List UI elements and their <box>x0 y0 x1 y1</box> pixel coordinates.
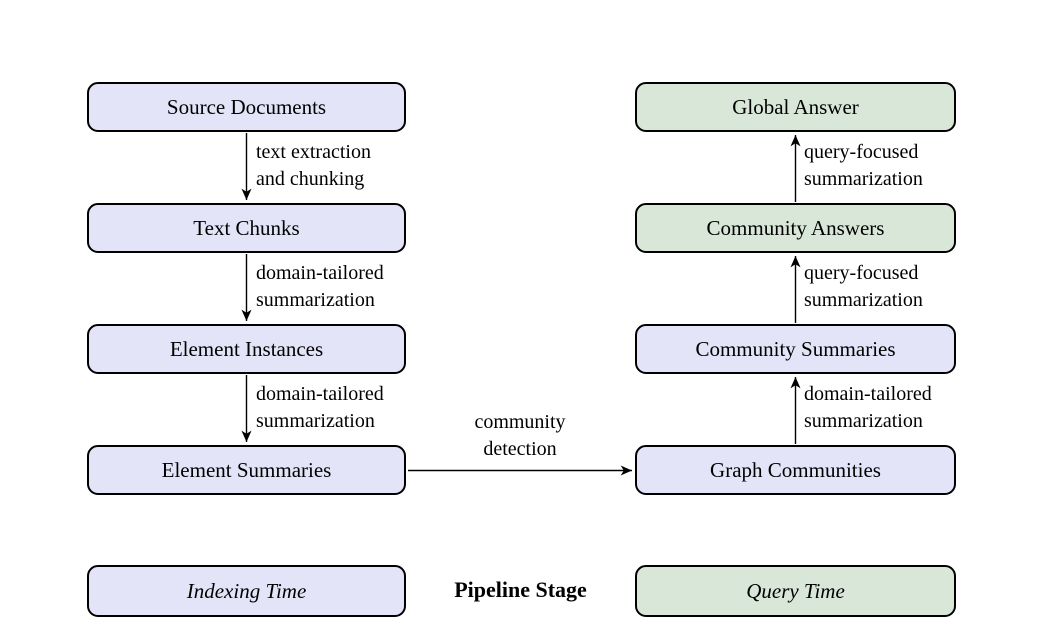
node-community-answers: Community Answers <box>635 203 956 253</box>
edge-label-line: summarization <box>804 289 923 311</box>
node-element-instances: Element Instances <box>87 324 406 374</box>
node-text-chunks: Text Chunks <box>87 203 406 253</box>
node-label: Element Instances <box>169 336 324 361</box>
edge-label-line: and chunking <box>256 168 365 190</box>
node-element-summaries: Element Summaries <box>87 445 406 495</box>
edge-label-query-focused-1: query-focused summarization <box>804 139 923 193</box>
legend-label: Indexing Time <box>186 578 307 603</box>
legend-label: Query Time <box>746 578 845 603</box>
edge-label-line: domain-tailored <box>256 262 384 284</box>
edge-label-line: domain-tailored <box>804 383 932 405</box>
node-label: Global Answer <box>732 94 859 119</box>
node-global-answer: Global Answer <box>635 82 956 132</box>
edge-label-community-detection: community detection <box>420 409 620 463</box>
edge-label-domain-tailored-3: domain-tailored summarization <box>804 381 932 435</box>
node-community-summaries: Community Summaries <box>635 324 956 374</box>
edge-label-query-focused-2: query-focused summarization <box>804 260 923 314</box>
edge-label-domain-tailored-2: domain-tailored summarization <box>256 381 384 435</box>
node-label: Community Summaries <box>695 336 896 361</box>
edge-label-line: summarization <box>256 410 375 432</box>
edge-label-line: detection <box>483 438 557 460</box>
node-label: Source Documents <box>166 94 327 119</box>
node-label: Element Summaries <box>161 457 332 482</box>
edge-label-line: summarization <box>256 289 375 311</box>
edge-label-line: community <box>474 411 566 433</box>
edge-label-line: text extraction <box>256 141 371 163</box>
edge-label-line: query-focused <box>804 141 919 163</box>
node-label: Community Answers <box>706 215 885 240</box>
edge-label-line: query-focused <box>804 262 919 284</box>
legend-query-time: Query Time <box>635 565 956 617</box>
edge-label-domain-tailored-1: domain-tailored summarization <box>256 260 384 314</box>
edge-label-line: summarization <box>804 168 923 190</box>
edge-label-text-extraction: text extraction and chunking <box>256 139 371 193</box>
node-source-documents: Source Documents <box>87 82 406 132</box>
node-label: Text Chunks <box>193 215 300 240</box>
node-graph-communities: Graph Communities <box>635 445 956 495</box>
legend-indexing-time: Indexing Time <box>87 565 406 617</box>
node-label: Graph Communities <box>710 457 881 482</box>
legend-pipeline-stage: Pipeline Stage <box>454 577 587 602</box>
edge-label-line: domain-tailored <box>256 383 384 405</box>
edge-label-line: summarization <box>804 410 923 432</box>
